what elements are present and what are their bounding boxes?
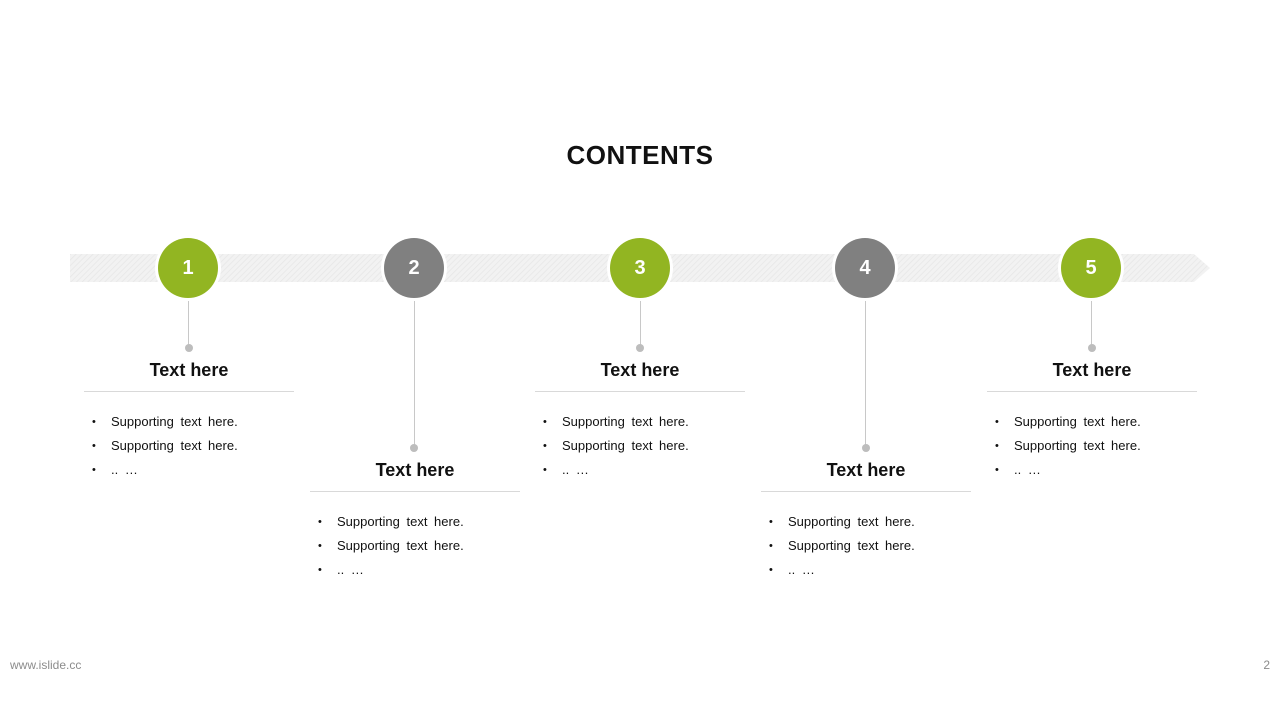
step-2-bullet-2: Supporting text here. [318, 534, 520, 558]
slide-title: CONTENTS [566, 140, 714, 170]
step-4-connector [865, 301, 866, 445]
step-5-bullet-1: Supporting text here. [995, 410, 1197, 434]
step-5-bullet-2: Supporting text here. [995, 434, 1197, 458]
step-1-bullet-3: .. … [92, 458, 294, 482]
step-5-marker[interactable]: 5 [1058, 235, 1124, 301]
step-1-bullet-2: Supporting text here. [92, 434, 294, 458]
step-3-dot [636, 344, 644, 352]
step-3-connector [640, 301, 641, 345]
step-4-bullet-list: Supporting text here. Supporting text he… [761, 510, 971, 582]
step-1-card: Text here Supporting text here. Supporti… [84, 360, 294, 482]
step-5-number: 5 [1061, 238, 1121, 298]
step-2-number: 2 [384, 238, 444, 298]
step-2-marker[interactable]: 2 [381, 235, 447, 301]
step-2-bullet-1: Supporting text here. [318, 510, 520, 534]
step-4-bullet-1: Supporting text here. [769, 510, 971, 534]
step-2-connector [414, 301, 415, 445]
step-1-bullet-1: Supporting text here. [92, 410, 294, 434]
step-4-number: 4 [835, 238, 895, 298]
step-1-connector [188, 301, 189, 345]
step-2-card: Text here Supporting text here. Supporti… [310, 460, 520, 582]
step-4-bullet-2: Supporting text here. [769, 534, 971, 558]
page-number: 2 [1263, 658, 1270, 672]
step-3-bullet-2: Supporting text here. [543, 434, 745, 458]
step-4-title: Text here [761, 460, 971, 492]
step-5-card: Text here Supporting text here. Supporti… [987, 360, 1197, 482]
step-1-dot [185, 344, 193, 352]
step-3-marker[interactable]: 3 [607, 235, 673, 301]
step-5-title: Text here [987, 360, 1197, 392]
step-3-bullet-1: Supporting text here. [543, 410, 745, 434]
step-5-bullet-list: Supporting text here. Supporting text he… [987, 410, 1197, 482]
step-4-bullet-3: .. … [769, 558, 971, 582]
step-3-bullet-3: .. … [543, 458, 745, 482]
step-3-bullet-list: Supporting text here. Supporting text he… [535, 410, 745, 482]
step-3-card: Text here Supporting text here. Supporti… [535, 360, 745, 482]
step-5-bullet-3: .. … [995, 458, 1197, 482]
step-5-dot [1088, 344, 1096, 352]
footer-url[interactable]: www.islide.cc [10, 658, 82, 672]
step-4-marker[interactable]: 4 [832, 235, 898, 301]
step-4-dot [862, 444, 870, 452]
step-1-title: Text here [84, 360, 294, 392]
step-1-marker[interactable]: 1 [155, 235, 221, 301]
step-2-bullet-list: Supporting text here. Supporting text he… [310, 510, 520, 582]
step-3-number: 3 [610, 238, 670, 298]
step-3-title: Text here [535, 360, 745, 392]
step-2-bullet-3: .. … [318, 558, 520, 582]
step-2-title: Text here [310, 460, 520, 492]
step-2-dot [410, 444, 418, 452]
step-5-connector [1091, 301, 1092, 345]
step-1-bullet-list: Supporting text here. Supporting text he… [84, 410, 294, 482]
step-1-number: 1 [158, 238, 218, 298]
step-4-card: Text here Supporting text here. Supporti… [761, 460, 971, 582]
